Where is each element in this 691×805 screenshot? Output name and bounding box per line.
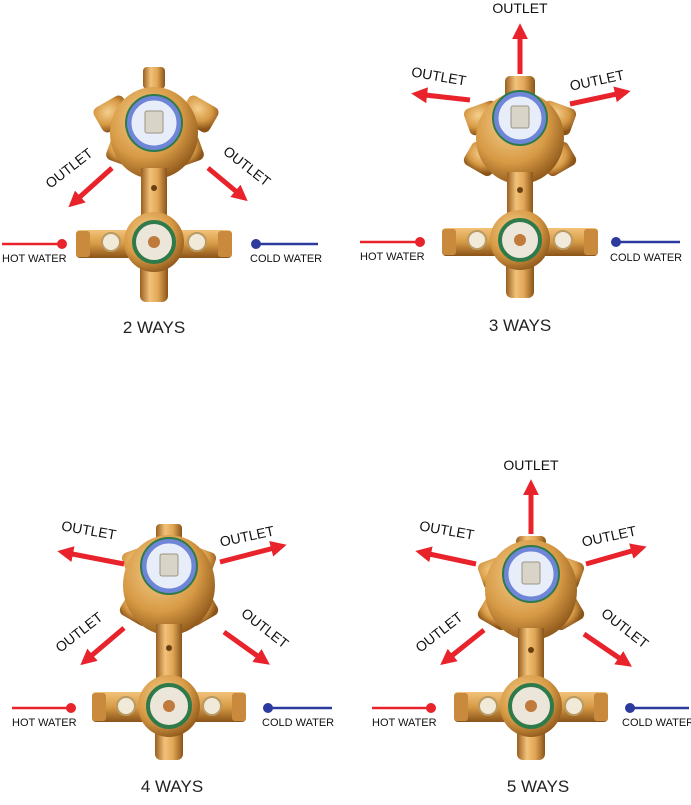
- cold-water-label: COLD WATER: [250, 253, 322, 265]
- cold-water-dot: [251, 239, 261, 249]
- outlet-arrow: [68, 166, 114, 208]
- outlet-arrow: [57, 546, 125, 567]
- hot-water-label: HOT WATER: [2, 253, 67, 265]
- outlet-arrow: [219, 541, 287, 565]
- valve-body: [92, 524, 246, 760]
- outlet-arrow: [440, 628, 486, 665]
- outlet-label: OUTLET: [410, 63, 468, 88]
- outlet-label: OUTLET: [238, 605, 292, 652]
- outlet-arrow: [206, 166, 248, 202]
- panel-4-ways: OUTLET OUTLET OUTLET OUTLET HOT WATER CO…: [12, 517, 334, 796]
- outlet-label: OUTLET: [418, 517, 476, 542]
- panel-caption: 2 WAYS: [123, 318, 185, 337]
- cold-water-dot: [625, 703, 635, 713]
- panel-5-ways: OUTLET OUTLET OUTLET OUTLET OUTLET HOT W…: [372, 457, 691, 796]
- outlet-label: OUTLET: [218, 522, 276, 549]
- panel-caption: 4 WAYS: [141, 777, 203, 796]
- outlet-arrow: [222, 629, 270, 665]
- outlet-arrow: [415, 546, 477, 567]
- hot-water-dot: [66, 703, 76, 713]
- hot-water-label: HOT WATER: [372, 717, 437, 729]
- hot-water-dot: [57, 239, 67, 249]
- outlet-label: OUTLET: [598, 605, 652, 652]
- cold-water-label: COLD WATER: [622, 717, 691, 729]
- cold-water-label: COLD WATER: [262, 717, 334, 729]
- outlet-label: OUTLET: [42, 144, 96, 191]
- hot-water-dot: [426, 703, 436, 713]
- cold-water-dot: [611, 237, 621, 247]
- panel-3-ways: OUTLET OUTLET OUTLET HOT WATER COLD WATE…: [360, 0, 682, 335]
- outlet-label: OUTLET: [580, 522, 638, 549]
- cold-water-dot: [263, 703, 273, 713]
- outlet-label: OUTLET: [60, 517, 118, 542]
- panel-caption: 5 WAYS: [507, 777, 569, 796]
- outlet-label: OUTLET: [568, 66, 626, 93]
- hot-water-label: HOT WATER: [12, 717, 77, 729]
- valve-body: [442, 76, 598, 298]
- cold-water-label: COLD WATER: [610, 252, 682, 264]
- outlet-arrow: [582, 631, 632, 667]
- hot-water-dot: [415, 237, 425, 247]
- outlet-label: OUTLET: [492, 0, 548, 16]
- panel-caption: 3 WAYS: [489, 316, 551, 335]
- panel-2-ways: OUTLET OUTLET HOT WATER COLD WATER 2 WAY…: [2, 67, 322, 337]
- valve-body: [76, 67, 232, 302]
- outlet-arrow: [585, 543, 647, 567]
- outlet-label: OUTLET: [503, 457, 559, 473]
- hot-water-label: HOT WATER: [360, 251, 425, 263]
- outlet-arrow: [569, 86, 631, 107]
- outlet-arrow: [80, 626, 126, 666]
- outlet-arrow: [411, 87, 471, 104]
- valve-body: [454, 536, 608, 760]
